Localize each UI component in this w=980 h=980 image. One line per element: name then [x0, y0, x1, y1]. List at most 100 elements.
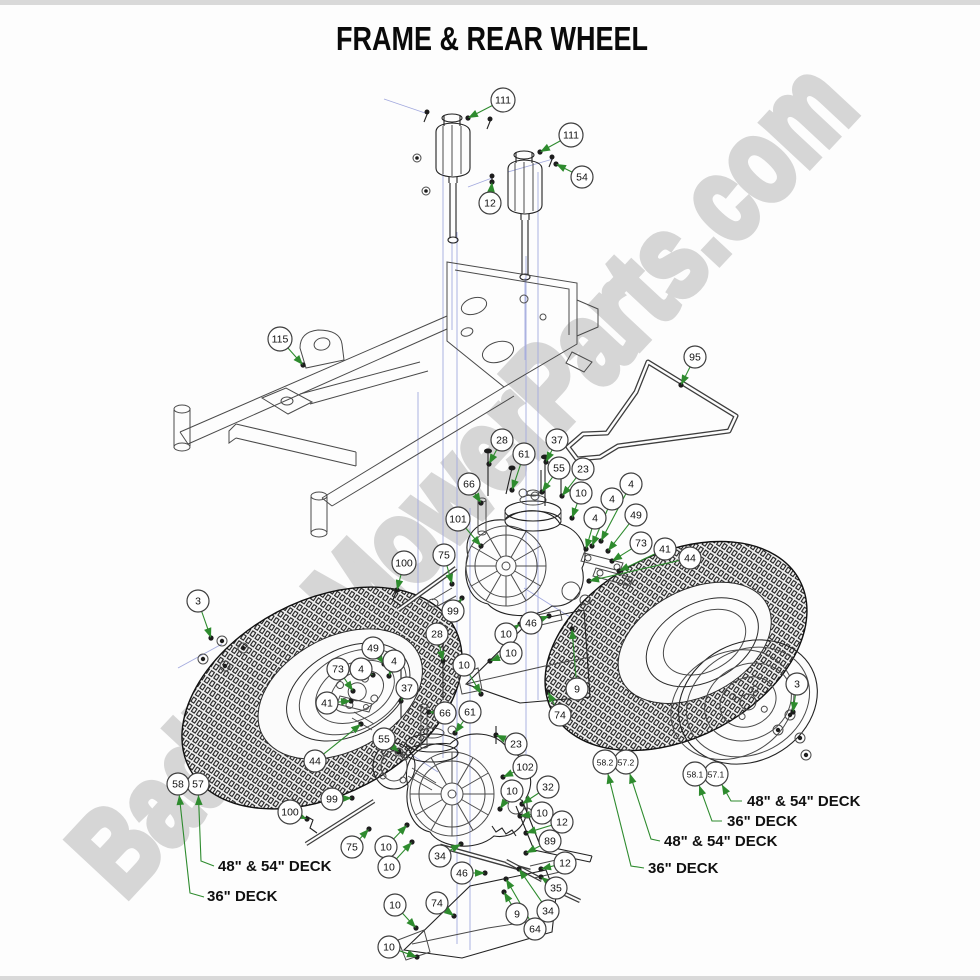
callout-57.1[interactable]: 57.1	[703, 761, 742, 802]
callout-57[interactable]: 57	[186, 772, 215, 867]
callout-34[interactable]: 34	[428, 844, 461, 868]
callout-66[interactable]: 66	[429, 701, 457, 725]
callout-74[interactable]: 74	[548, 692, 572, 727]
callout-64[interactable]: 64	[506, 879, 547, 941]
svg-text:44: 44	[309, 756, 321, 768]
callout-46[interactable]: 46	[450, 861, 485, 885]
callout-4[interactable]: 4	[349, 657, 373, 681]
callout-55[interactable]: 55	[372, 727, 399, 752]
callout-10[interactable]: 10	[500, 779, 524, 809]
svg-text:58.2: 58.2	[597, 758, 614, 768]
callout-46[interactable]: 46	[519, 611, 549, 635]
callout-3[interactable]: 3	[186, 589, 212, 638]
callout-9[interactable]: 9	[504, 892, 529, 926]
callout-41[interactable]: 41	[619, 537, 677, 571]
svg-text:23: 23	[510, 739, 522, 751]
callout-34[interactable]: 34	[519, 869, 560, 923]
svg-text:75: 75	[438, 550, 450, 562]
callout-58[interactable]: 58	[166, 772, 205, 898]
callout-58.1[interactable]: 58.1	[682, 761, 722, 822]
svg-text:10: 10	[383, 942, 395, 954]
svg-text:10: 10	[383, 862, 395, 874]
callout-99[interactable]: 99	[320, 787, 352, 811]
svg-text:111: 111	[495, 95, 511, 107]
callout-61[interactable]: 61	[455, 700, 482, 733]
callout-4[interactable]: 4	[583, 506, 607, 549]
right-rear-wheel-drawing	[544, 540, 818, 765]
callout-101[interactable]: 101	[445, 506, 481, 546]
deck-label-0: 48" & 54" DECK	[218, 858, 332, 875]
callout-54[interactable]: 54	[556, 164, 594, 189]
callout-58.2[interactable]: 58.2	[592, 749, 645, 869]
callout-49[interactable]: 49	[361, 636, 385, 664]
callout-115[interactable]: 115	[267, 326, 303, 365]
callout-3[interactable]: 3	[785, 672, 809, 712]
tank-assemblies-drawing	[412, 109, 555, 281]
callout-10[interactable]: 10	[569, 481, 593, 518]
callout-23[interactable]: 23	[562, 457, 595, 496]
callout-66[interactable]: 66	[457, 472, 481, 503]
callout-23[interactable]: 23	[496, 732, 528, 756]
callout-9[interactable]: 9	[565, 629, 589, 701]
callout-32[interactable]: 32	[522, 775, 560, 804]
callout-35[interactable]: 35	[541, 876, 568, 900]
callout-100[interactable]: 100	[391, 550, 417, 590]
callout-55[interactable]: 55	[542, 456, 571, 492]
callout-10[interactable]: 10	[377, 842, 412, 879]
svg-text:41: 41	[659, 544, 671, 556]
callout-4[interactable]: 4	[601, 472, 643, 541]
callout-89[interactable]: 89	[526, 829, 562, 853]
callout-74[interactable]: 74	[425, 891, 454, 916]
callout-10[interactable]: 10	[520, 801, 554, 825]
callout-75[interactable]: 75	[340, 829, 369, 859]
callout-10[interactable]: 10	[452, 653, 481, 694]
callout-44[interactable]: 44	[589, 546, 702, 583]
svg-text:4: 4	[391, 656, 397, 668]
callout-102[interactable]: 102	[503, 754, 538, 780]
callout-100[interactable]: 100	[277, 799, 307, 825]
svg-text:66: 66	[439, 708, 451, 720]
deck-label-2: 48" & 54" DECK	[664, 833, 778, 850]
svg-text:57.2: 57.2	[618, 758, 635, 768]
svg-text:73: 73	[332, 664, 344, 676]
callout-10[interactable]: 10	[374, 825, 407, 859]
callout-41[interactable]: 41	[315, 691, 351, 715]
callout-61[interactable]: 61	[511, 442, 536, 490]
callout-73[interactable]: 73	[326, 657, 353, 691]
page-title: FRAME & REAR WHEEL	[336, 20, 648, 57]
callout-75[interactable]: 75	[432, 543, 456, 584]
callout-12[interactable]: 12	[478, 182, 502, 215]
svg-text:49: 49	[630, 510, 642, 522]
svg-text:3: 3	[794, 679, 800, 691]
svg-text:111: 111	[563, 130, 579, 142]
svg-text:37: 37	[401, 683, 413, 695]
callout-57.2[interactable]: 57.2	[613, 749, 661, 842]
svg-text:41: 41	[321, 698, 333, 710]
svg-text:9: 9	[574, 684, 580, 696]
callout-37[interactable]: 37	[545, 428, 569, 462]
callout-10[interactable]: 10	[377, 935, 417, 959]
callout-28[interactable]: 28	[425, 622, 449, 661]
callout-99[interactable]: 99	[441, 598, 465, 623]
callout-4[interactable]: 4	[382, 649, 406, 676]
callout-111[interactable]: 111	[540, 122, 584, 152]
svg-text:102: 102	[516, 762, 534, 774]
deck-label-1: 36" DECK	[207, 888, 278, 905]
callout-73[interactable]: 73	[612, 531, 653, 561]
callout-95[interactable]: 95	[681, 345, 707, 385]
callout-28[interactable]: 28	[489, 428, 514, 464]
callout-10[interactable]: 10	[383, 893, 416, 928]
callout-10[interactable]: 10	[490, 641, 523, 665]
svg-text:100: 100	[395, 558, 413, 570]
bottom-edge-bar	[0, 976, 980, 980]
callout-37[interactable]: 37	[395, 676, 419, 701]
callout-111[interactable]: 111	[468, 87, 516, 118]
svg-text:99: 99	[326, 794, 338, 806]
callout-49[interactable]: 49	[608, 503, 648, 551]
callout-10[interactable]: 10	[494, 622, 520, 646]
callout-12[interactable]: 12	[541, 851, 577, 875]
callout-12[interactable]: 12	[526, 810, 574, 834]
callout-44[interactable]: 44	[303, 724, 361, 773]
